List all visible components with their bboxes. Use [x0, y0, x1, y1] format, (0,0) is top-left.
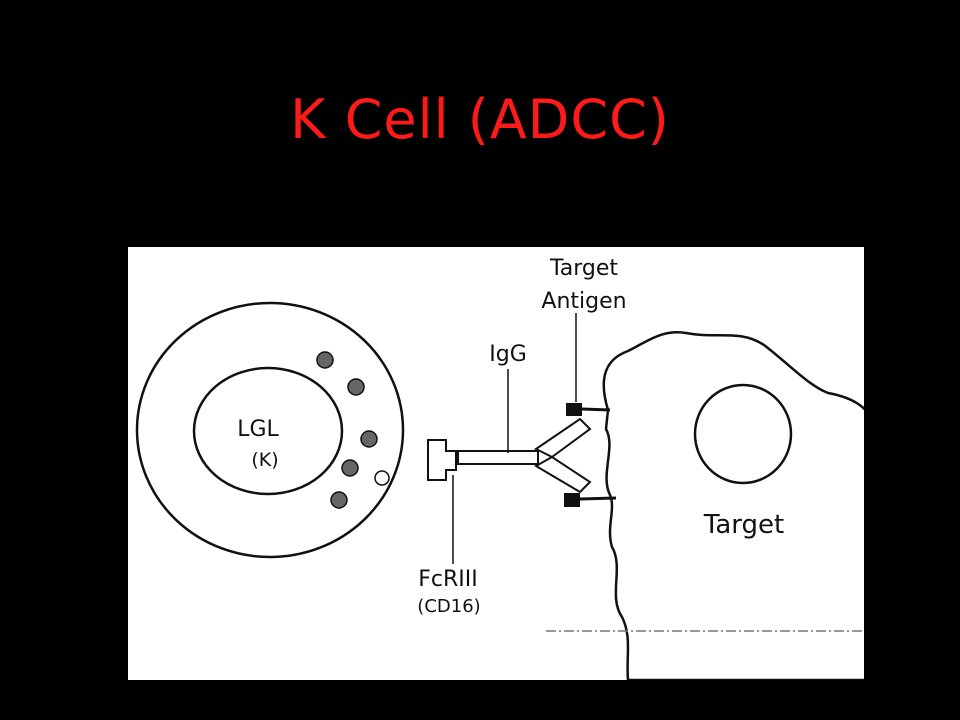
receptor-label: FcRIII: [418, 567, 478, 592]
target-label: Target: [703, 510, 784, 540]
adcc-diagram: LGL (K) FcRIII (CD16) IgG Target Antigen…: [128, 247, 864, 680]
target-cell: [604, 332, 864, 680]
effector-label: LGL: [237, 417, 279, 442]
adcc-diagram-svg: LGL (K) FcRIII (CD16) IgG Target Antigen…: [128, 247, 864, 680]
receptor-sublabel: (CD16): [417, 596, 480, 617]
cytoplasmic-granules: [317, 352, 389, 508]
fc-receptor-cup: [428, 440, 456, 480]
antigen-label: Target: [549, 256, 618, 281]
igg-label: IgG: [489, 342, 527, 367]
antigen-sublabel: Antigen: [541, 289, 626, 314]
effector-sublabel: (K): [251, 449, 278, 471]
igg-antibody: [458, 419, 590, 492]
slide-title: K Cell (ADCC): [0, 88, 960, 151]
target-nucleus: [695, 385, 791, 483]
